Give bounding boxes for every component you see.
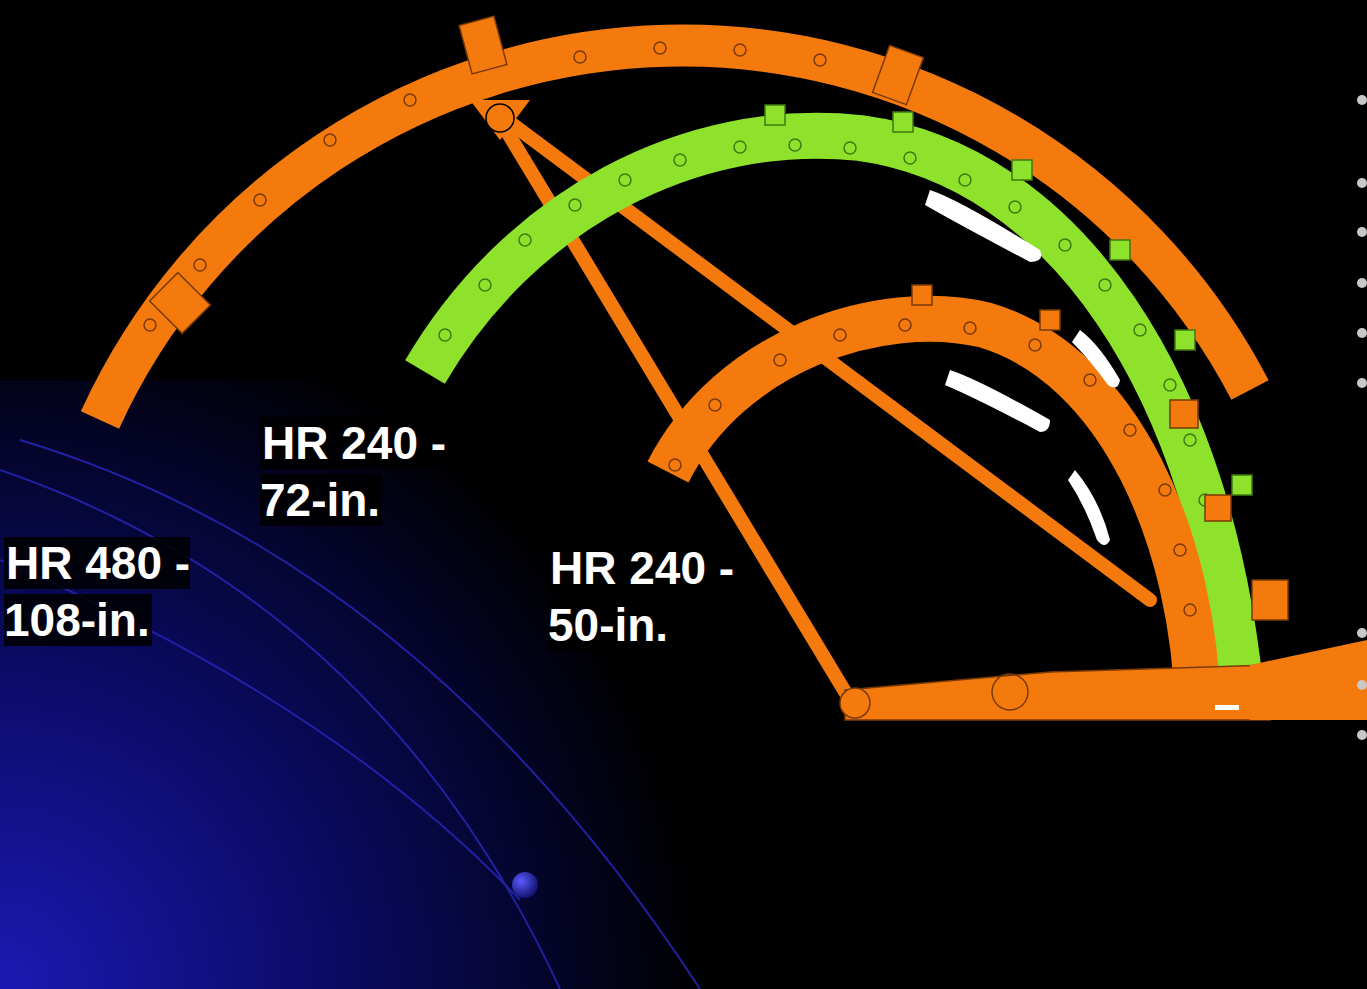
size-label: HR 240 - 72-in. (260, 415, 510, 529)
label-text: HR 240 - 50-in. (548, 542, 734, 651)
size-label: HR 480 - 108-in. (4, 535, 254, 649)
label-text: HR 240 - 72-in. (260, 417, 446, 526)
label-text: HR 480 - 108-in. (4, 537, 190, 646)
size-label: HR 240 - 50-in. (548, 540, 798, 654)
